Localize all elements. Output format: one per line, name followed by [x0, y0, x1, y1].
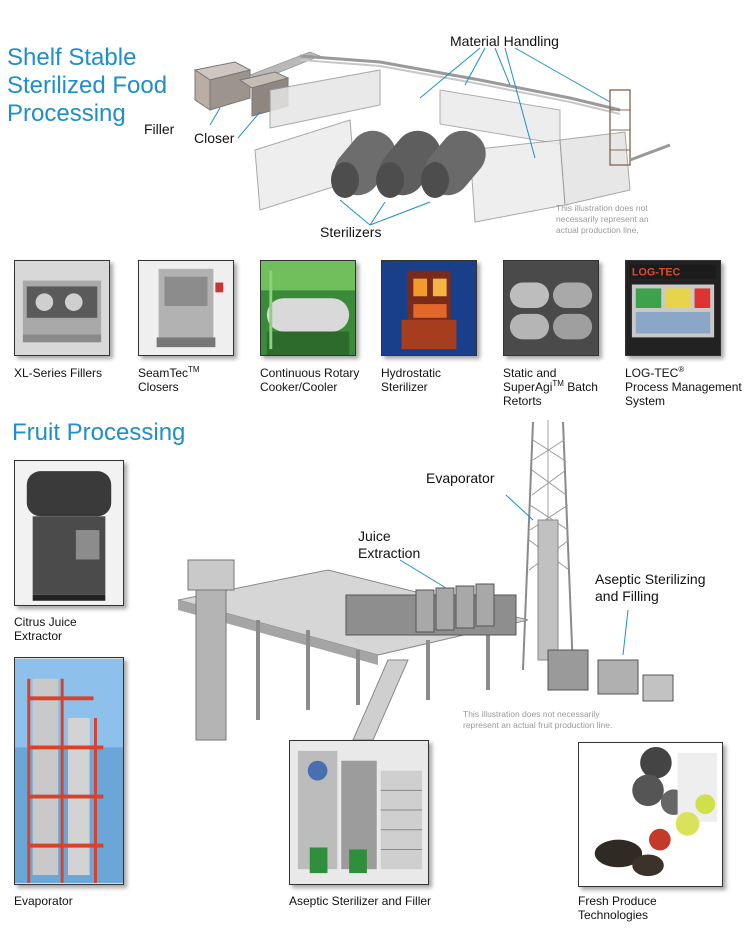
photo-hydrostatic-sterilizer [381, 260, 477, 356]
photo-citrus-juice-extractor [14, 460, 124, 606]
photo-batch-retorts [503, 260, 599, 356]
callout-aseptic-sterilizing: Aseptic Sterilizing and Filling [595, 571, 706, 604]
callout-evaporator: Evaporator [426, 470, 495, 486]
photo-fresh-produce [578, 742, 723, 887]
photo-evaporator [14, 657, 124, 885]
disclaimer-fruit: This illustration does not necessarily r… [463, 709, 613, 730]
callout-juice-extraction: Juice Extraction [358, 528, 421, 561]
photo-xl-series-fillers [14, 260, 110, 356]
label-xl-series-fillers: XL-Series Fillers [14, 366, 103, 380]
photo-aseptic-sterilizer-filler [289, 740, 429, 885]
fruit-line-illustration [178, 420, 698, 750]
section-title-fruit-processing: Fruit Processing [12, 419, 186, 446]
label-fresh-produce: Fresh Produce Technologies [578, 894, 657, 922]
callout-filler: Filler [144, 121, 175, 137]
callout-closer: Closer [194, 130, 235, 146]
photo-continuous-rotary-cooker [260, 260, 356, 356]
label-seamtec-closers: SeamTecTM Closers [138, 365, 200, 395]
photo-logtec-system: LOG-TEC [625, 260, 721, 356]
label-continuous-rotary-cooker: Continuous Rotary Cooker/Cooler [260, 366, 360, 394]
callout-material-handling: Material Handling [450, 33, 559, 49]
label-hydrostatic-sterilizer: Hydrostatic Sterilizer [381, 366, 442, 394]
section-title-shelf-stable: Shelf Stable Sterilized Food Processing [7, 44, 168, 127]
label-citrus-juice-extractor: Citrus Juice Extractor [14, 615, 77, 643]
callout-sterilizers: Sterilizers [320, 224, 382, 240]
photo-seamtec-closers [138, 260, 234, 356]
label-evaporator-photo: Evaporator [14, 894, 73, 908]
production-line-illustration [180, 40, 680, 250]
label-batch-retorts: Static and SuperAgiTM Batch Retorts [503, 366, 598, 408]
label-aseptic-sterilizer-filler: Aseptic Sterilizer and Filler [289, 894, 432, 908]
logtec-screen-text: LOG-TEC [632, 267, 681, 279]
disclaimer-shelf-stable: This illustration does not necessarily r… [556, 203, 649, 235]
label-logtec-system: LOG-TEC® Process Management System [625, 365, 742, 409]
